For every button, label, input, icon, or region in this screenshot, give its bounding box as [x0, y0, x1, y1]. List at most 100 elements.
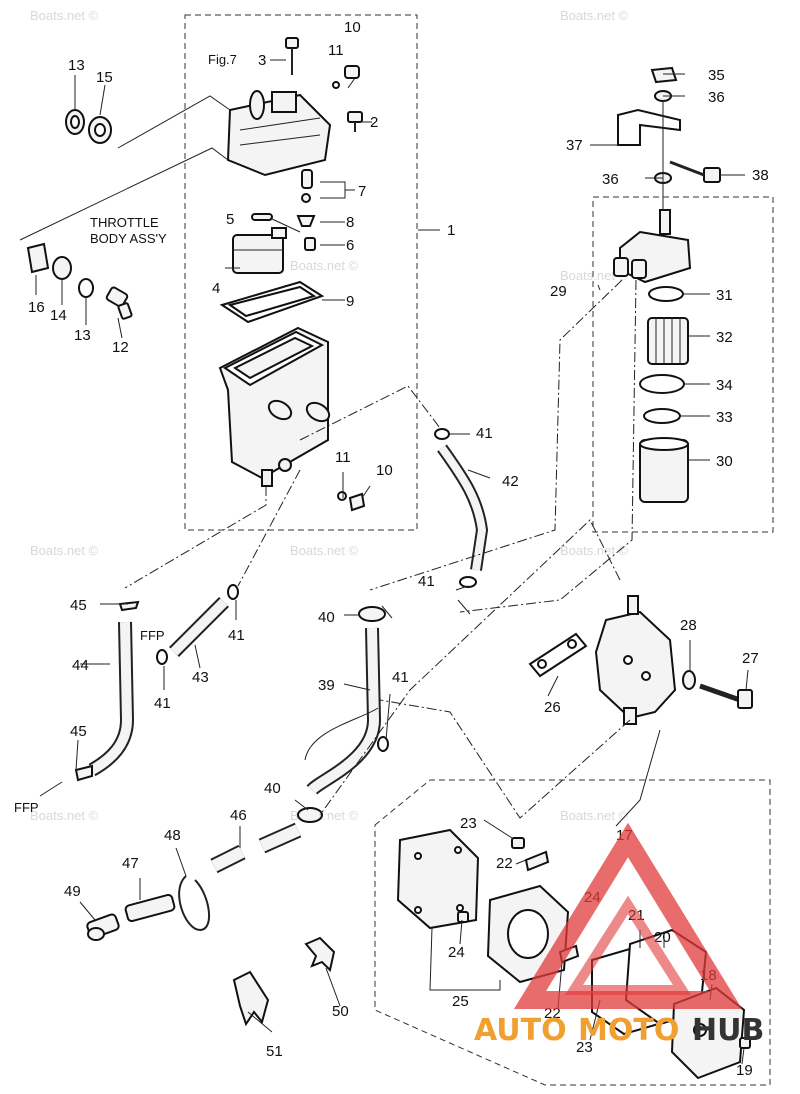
callout: 40	[264, 780, 281, 797]
logo-text-auto: AUTO	[474, 1013, 567, 1048]
fuel-pump-group-box	[374, 779, 771, 1086]
clip-51	[232, 970, 270, 1027]
callout: 12	[112, 339, 129, 356]
throttle-label: BODY ASS'Y	[90, 231, 167, 246]
seal-14	[52, 256, 72, 280]
bolt-38	[669, 160, 721, 183]
callout: 3	[258, 52, 266, 69]
callout: 15	[96, 69, 113, 86]
valve-22-top	[524, 850, 550, 872]
oring-13-bottom	[78, 278, 94, 298]
callout: 16	[28, 299, 45, 316]
callout: 10	[344, 19, 361, 36]
callout: 41	[392, 669, 409, 686]
callout: 27	[742, 650, 759, 667]
watermark: Boats.net ©	[560, 543, 629, 558]
fig-reference: Fig.7	[208, 52, 237, 67]
separator-cover	[226, 90, 332, 177]
callout: 13	[68, 57, 85, 74]
clamp-41-d	[156, 649, 168, 665]
ffp-label: FFP	[14, 800, 39, 815]
hose-44	[88, 621, 135, 777]
callout: 49	[64, 883, 81, 900]
callout: 1	[447, 222, 455, 239]
watermark: Boats.net ©	[290, 258, 359, 273]
callout: 32	[716, 329, 733, 346]
oring-34	[639, 374, 685, 394]
watermark: Boats.net ©	[560, 8, 629, 23]
float-chamber	[218, 326, 331, 487]
callout: 41	[228, 627, 245, 644]
callout: 13	[74, 327, 91, 344]
clip-8	[296, 215, 316, 227]
filter-cup-30	[639, 437, 689, 503]
callout: 34	[716, 377, 733, 394]
screw-23	[511, 837, 525, 849]
logo-text-moto: MOTO	[578, 1013, 679, 1048]
callout: 24	[448, 944, 465, 961]
vapor-separator-group-box	[184, 14, 418, 531]
primer-49	[86, 913, 120, 941]
callout: 26	[544, 699, 561, 716]
clamp-41-e	[377, 736, 389, 752]
screw-10-top	[332, 65, 360, 89]
clamp-40-bottom	[297, 807, 323, 823]
watermark: Boats.net ©	[30, 808, 99, 823]
clamp-41-c	[227, 584, 239, 600]
callout: 47	[122, 855, 139, 872]
oring-13-top	[65, 109, 85, 135]
watermark: Boats.net ©	[290, 543, 359, 558]
callout: 38	[752, 167, 769, 184]
callout: 41	[154, 695, 171, 712]
ffp-label: FFP	[140, 628, 165, 643]
callout: 46	[230, 807, 247, 824]
callout: 37	[566, 137, 583, 154]
fuel-filter-group-box	[592, 196, 774, 533]
callout: 50	[332, 1003, 349, 1020]
nut-35	[650, 66, 678, 84]
hose-42	[437, 444, 489, 571]
callout: 43	[192, 669, 209, 686]
watermark: Boats.net ©	[560, 808, 629, 823]
clamp-41-b	[459, 576, 477, 588]
hose-39	[304, 627, 382, 796]
callout: 39	[318, 677, 335, 694]
callout: 23	[460, 815, 477, 832]
logo-text-hub: HUB	[692, 1013, 764, 1048]
gasket-9-inner	[227, 285, 317, 318]
callout: 25	[452, 993, 469, 1010]
callout: 41	[418, 573, 435, 590]
screw-6	[304, 237, 316, 251]
bolt-27	[699, 683, 753, 709]
callout: 28	[680, 617, 697, 634]
fuel-pump-17	[594, 595, 677, 725]
callout: 41	[476, 425, 493, 442]
callout: 45	[70, 723, 87, 740]
callout: 29	[550, 283, 567, 300]
screw-3	[285, 37, 299, 75]
oring-31	[648, 286, 684, 302]
needle-valve-7	[301, 169, 313, 203]
element-32	[647, 317, 689, 365]
seal-15	[88, 116, 112, 144]
drain-screw-10	[337, 491, 366, 512]
oring-33	[643, 408, 681, 424]
watermark: Boats.net ©	[30, 8, 99, 23]
callout: 40	[318, 609, 335, 626]
throttle-label: THROTTLE	[90, 215, 159, 230]
watermark: Boats.net ©	[560, 268, 629, 283]
callout: 8	[346, 214, 354, 231]
strap-48	[178, 875, 211, 932]
clamp-41-a	[434, 428, 450, 440]
connector-47	[124, 893, 176, 923]
callout: 7	[358, 183, 366, 200]
callout: 4	[212, 280, 220, 297]
nut-24	[457, 911, 469, 923]
callout: 36	[708, 89, 725, 106]
clip-45-bottom	[74, 764, 93, 782]
hose-46	[210, 822, 302, 874]
gasket-26	[528, 632, 588, 678]
clip-50	[304, 936, 336, 972]
callout: 36	[602, 171, 619, 188]
